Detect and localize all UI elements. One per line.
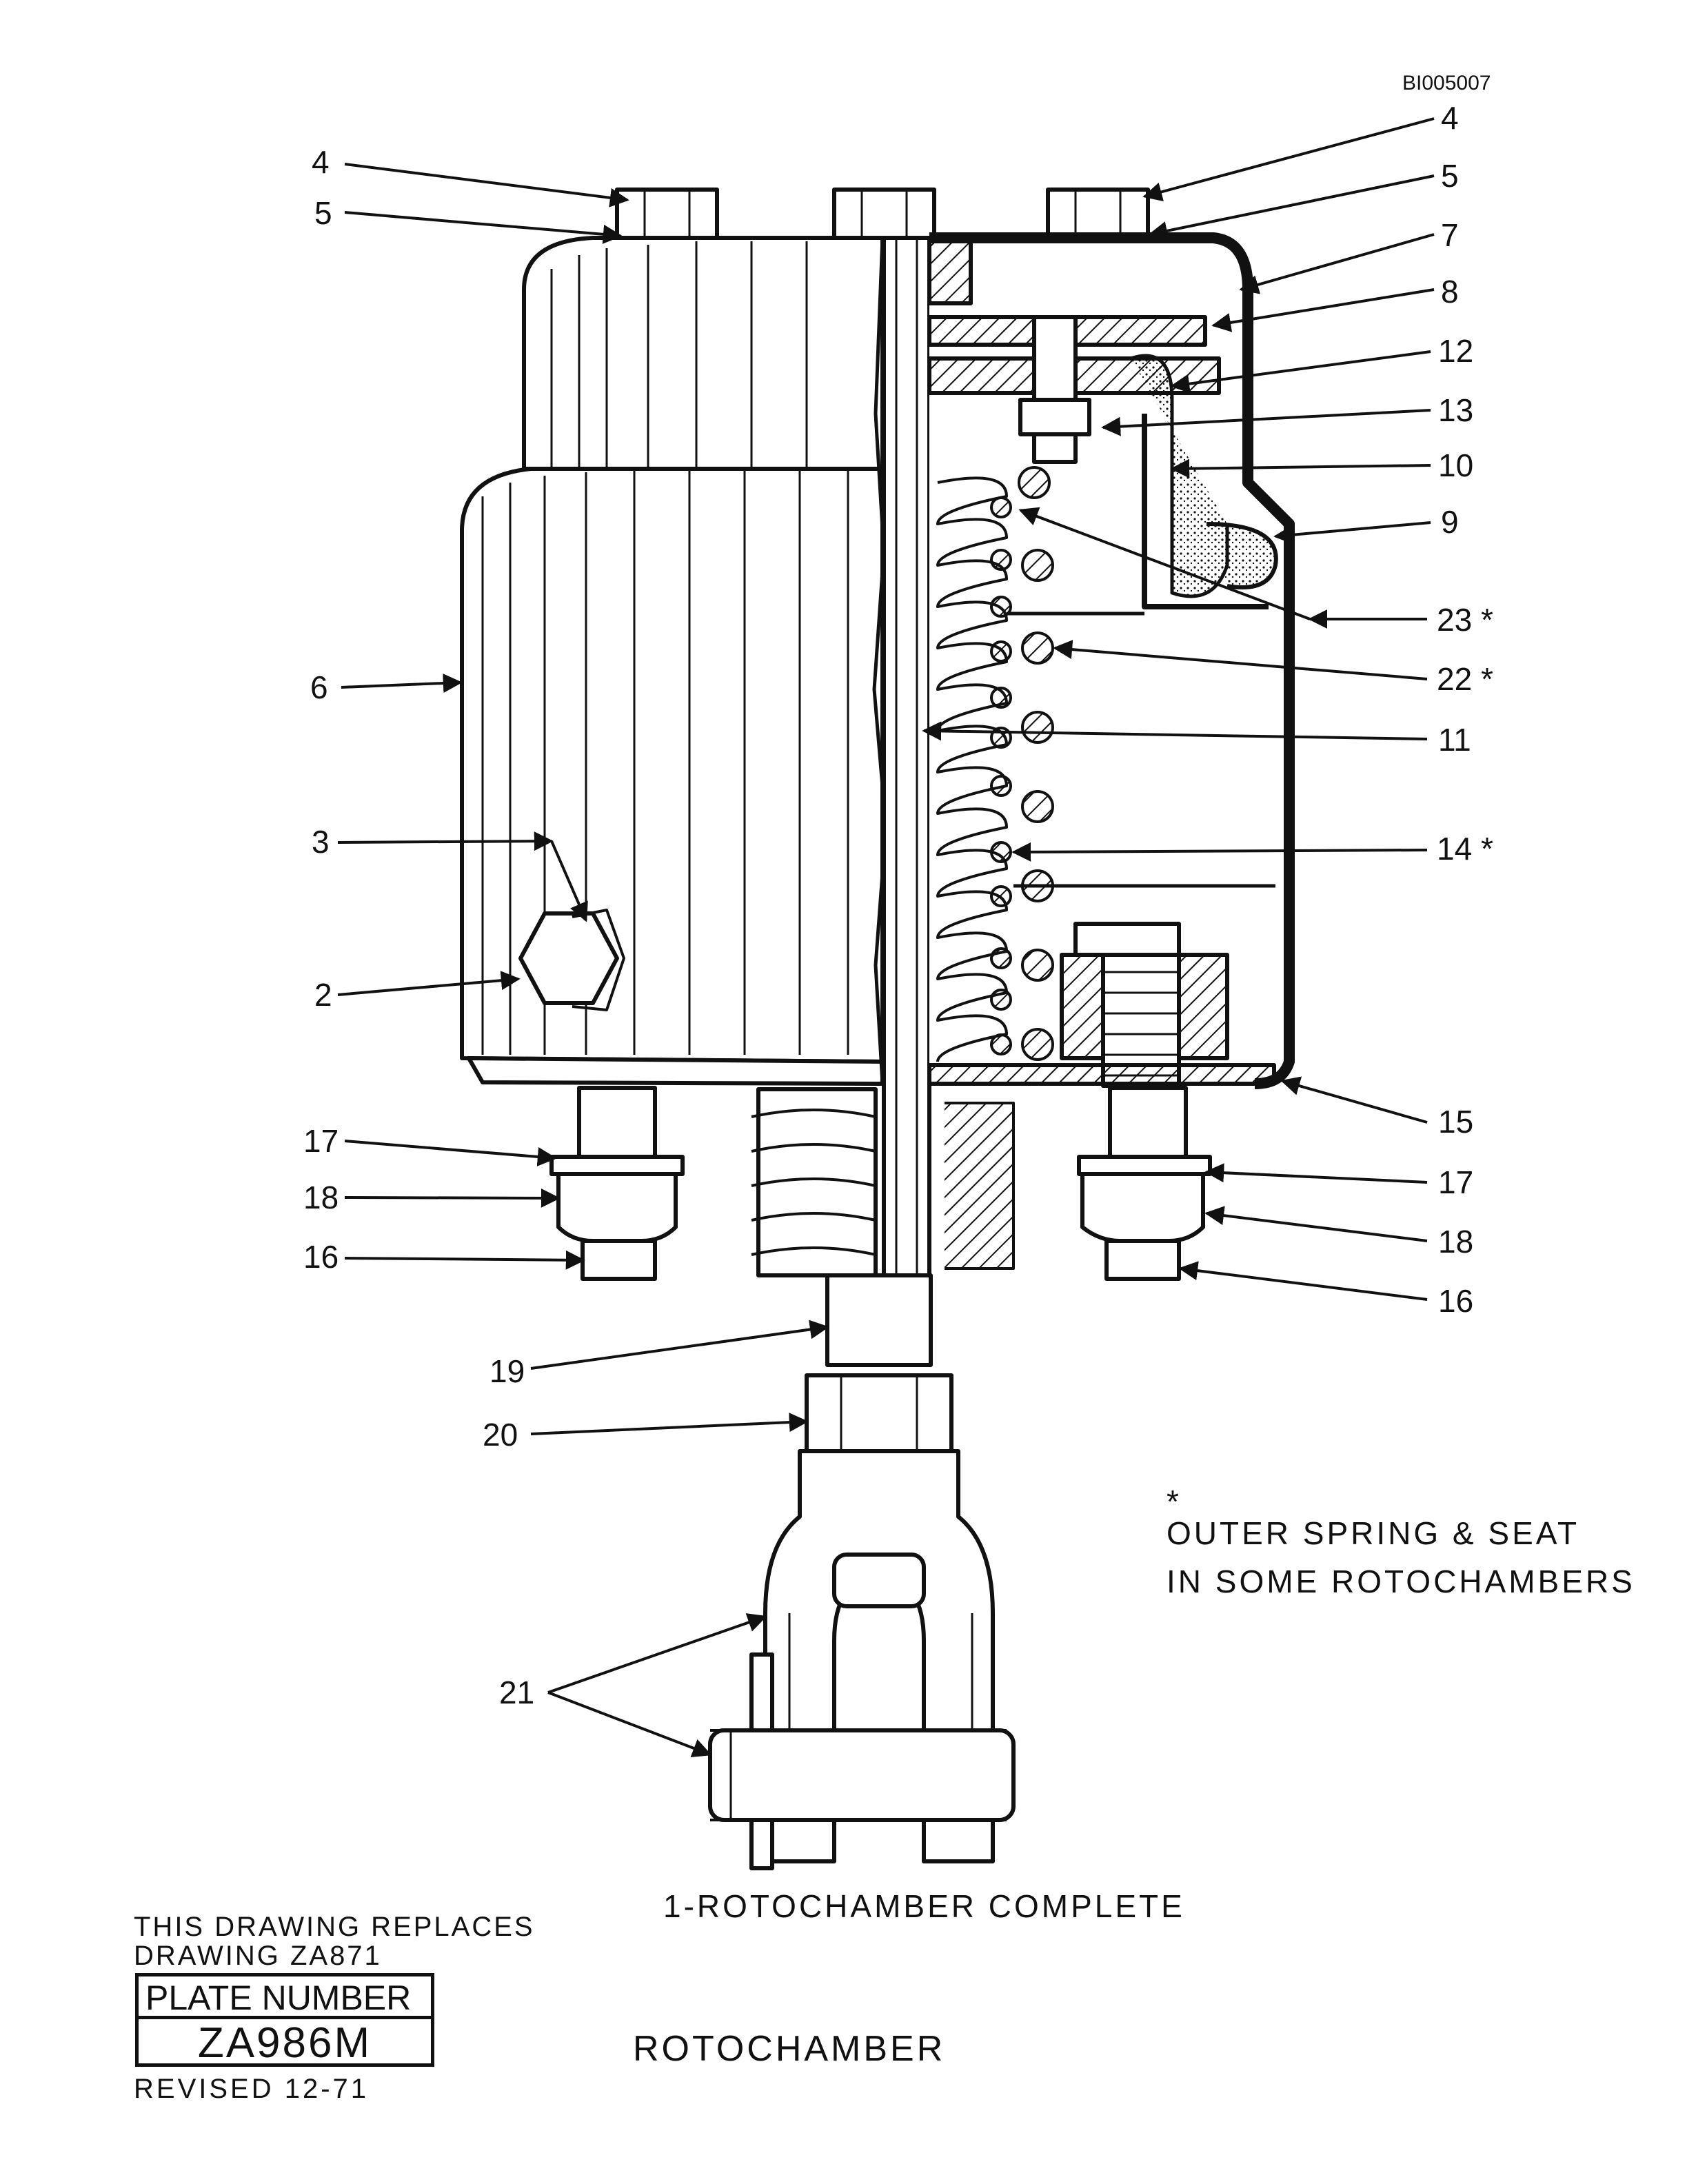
boot [751,1087,1015,1277]
callout-17-right: 17 [1438,1164,1474,1200]
clevis-pin [708,1728,1016,1822]
note-line-2: IN SOME ROTOCHAMBERS [1167,1564,1635,1599]
callout-23: 23 * [1437,602,1493,638]
callout-14: 14 * [1437,831,1493,867]
note-asterisk: * [1167,1484,1182,1519]
replaces-line-1: THIS DRAWING REPLACES [134,1912,535,1942]
jam-nut [805,1373,953,1453]
rod-end [825,1273,933,1367]
callout-4-left: 4 [312,144,330,180]
top-bolt-center [832,188,936,240]
callout-5-left: 5 [314,195,332,231]
callout-6: 6 [310,669,328,705]
drain-plug [518,909,625,1011]
drawing-title: ROTOCHAMBER [633,2029,946,2069]
leader-lines [337,117,1435,1758]
callout-10: 10 [1438,447,1474,483]
top-bolt-left [615,188,719,240]
callout-22: 22 * [1437,661,1493,697]
callout-18-left: 18 [303,1180,339,1215]
replaces-line-2: DRAWING ZA871 [134,1941,382,1971]
callout-12: 12 [1438,333,1474,369]
plate-label: PLATE NUMBER [139,1976,431,2019]
top-bolt-right [1046,188,1150,240]
callout-20: 20 [483,1417,518,1453]
plate-number-box: PLATE NUMBER ZA986M [135,1973,434,2067]
callout-16-right: 16 [1438,1283,1474,1319]
callout-13: 13 [1438,392,1474,428]
note-line-1: OUTER SPRING & SEAT [1167,1515,1580,1551]
callout-8: 8 [1441,274,1459,310]
revised-date: REVISED 12-71 [134,2074,370,2104]
push-rod [882,212,931,1360]
callout-9: 9 [1441,504,1459,540]
stud-right [1077,1086,1212,1281]
callout-15: 15 [1438,1104,1474,1140]
stud-left [549,1086,685,1281]
upper-housing [522,236,885,471]
callout-7: 7 [1441,217,1459,253]
callout-19: 19 [489,1353,525,1389]
plate-number: ZA986M [197,2019,372,2067]
callout-4-right: 4 [1441,100,1459,136]
figure-caption: 1-ROTOCHAMBER COMPLETE [663,1888,1185,1924]
lower-housing [460,467,885,1086]
callout-17-left: 17 [303,1123,339,1159]
callout-11: 11 [1438,722,1471,758]
callout-2: 2 [314,977,332,1013]
cutaway-edge [872,237,888,1084]
document-id: BI005007 [1402,72,1491,94]
replaces-note: THIS DRAWING REPLACES DRAWING ZA871 [134,1912,535,1970]
callout-3: 3 [312,824,330,860]
callout-16-left: 16 [303,1239,339,1275]
callout-21: 21 [499,1675,535,1710]
callout-18-right: 18 [1438,1224,1474,1260]
callout-5-right: 5 [1441,158,1459,194]
